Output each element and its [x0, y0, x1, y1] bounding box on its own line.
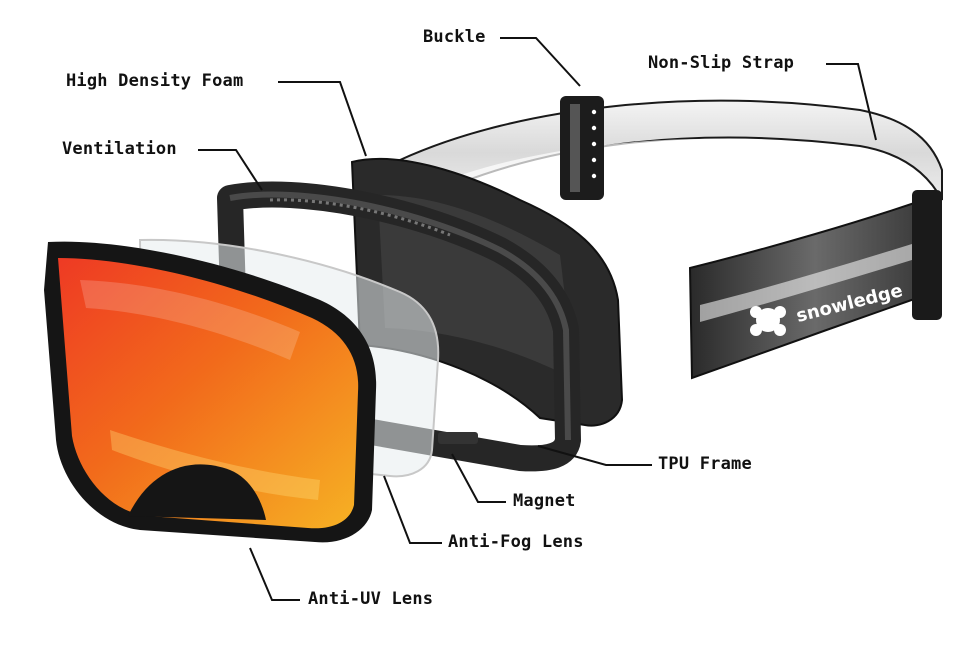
label-non-slip-strap: Non-Slip Strap: [648, 53, 795, 73]
label-buckle: Buckle: [423, 27, 486, 47]
strap-print-stripe: [700, 236, 938, 322]
label-anti-uv-lens: Anti-UV Lens: [308, 589, 434, 609]
leader-high-density-foam: [278, 81, 367, 157]
leader-anti-uv-lens: [249, 547, 300, 601]
ventilation-grille: [269, 198, 451, 237]
snowflake-logo-icon: [750, 306, 786, 336]
anti-uv-lens: [58, 258, 359, 529]
label-ventilation: Ventilation: [62, 139, 177, 159]
strap-clip: [912, 190, 942, 320]
leader-ventilation: [198, 149, 263, 191]
magnet-mark: [438, 432, 478, 444]
buckle-body: [560, 96, 604, 200]
label-tpu-frame: TPU Frame: [658, 454, 752, 474]
leader-buckle: [500, 37, 581, 87]
label-magnet: Magnet: [513, 491, 576, 511]
label-high-density-foam: High Density Foam: [66, 71, 244, 91]
label-anti-fog-lens: Anti-Fog Lens: [448, 532, 584, 552]
leader-magnet: [451, 453, 506, 503]
leader-anti-fog-lens: [383, 475, 442, 544]
strap-stripe: [420, 138, 862, 202]
leader-non-slip-strap: [826, 63, 877, 141]
leader-tpu-frame: [537, 445, 652, 466]
